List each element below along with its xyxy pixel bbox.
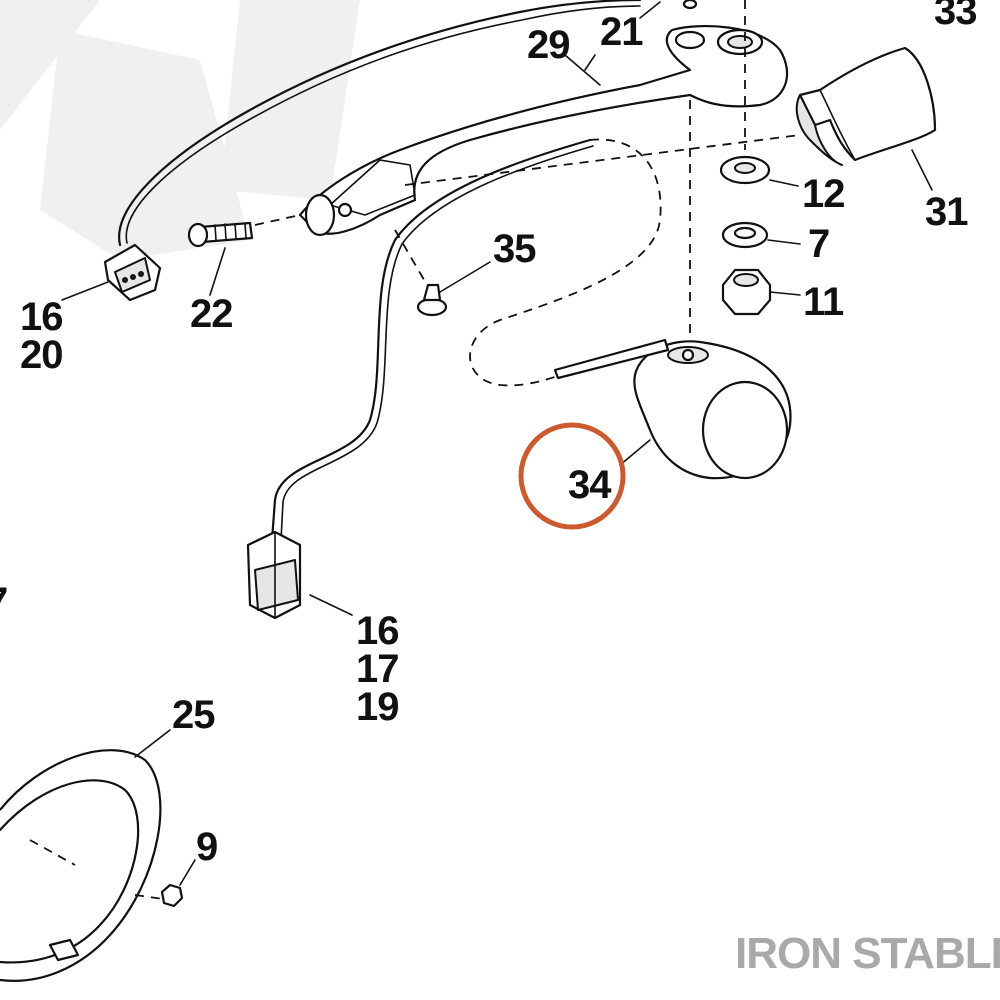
lever-bracket-part [298, 24, 789, 237]
callout-7: 7 [808, 222, 829, 266]
upper-wire [118, 0, 642, 247]
callout-9: 9 [196, 825, 218, 869]
nut-11-part [721, 268, 772, 316]
brand-watermark: IRON STABLE [735, 929, 1000, 978]
callout-33: 33 [934, 0, 977, 33]
callouts: 33 21 29 12 31 7 35 11 16 20 22 34 7 16 … [0, 0, 978, 869]
callout-21: 21 [600, 10, 643, 54]
leader-lines [61, 1, 933, 886]
bolt-22-part [187, 221, 254, 248]
callout-17: 17 [356, 647, 399, 691]
callout-16-lower: 16 [356, 609, 399, 653]
callout-31: 31 [925, 190, 968, 234]
callout-34: 34 [568, 463, 612, 507]
background-watermark-shapes [0, 0, 360, 260]
callout-29: 29 [527, 23, 570, 67]
headlamp-ring-25-part [0, 749, 171, 982]
connector-lower-part [246, 530, 302, 620]
nut-9-part [160, 883, 184, 908]
washer-12-part [719, 155, 771, 185]
callout-22: 22 [190, 292, 233, 336]
callout-25: 25 [172, 693, 215, 737]
wire-route-dashed [469, 138, 662, 387]
screw-21-part [682, 0, 698, 10]
callout-20: 20 [20, 333, 63, 377]
callout-12: 12 [802, 172, 845, 216]
cover-31-part [795, 46, 937, 166]
callout-11: 11 [803, 280, 844, 324]
lower-wire [270, 138, 592, 542]
callout-19: 19 [356, 685, 399, 729]
callout-7-edge: 7 [0, 580, 7, 624]
plug-35-part [416, 283, 448, 317]
lockwasher-7-part [721, 221, 769, 249]
callout-35: 35 [493, 227, 536, 271]
callout-16-upper: 16 [20, 295, 63, 339]
connector-upper-part [103, 243, 162, 302]
turn-signal-34-part [553, 338, 792, 480]
highlight-circle [518, 422, 626, 530]
